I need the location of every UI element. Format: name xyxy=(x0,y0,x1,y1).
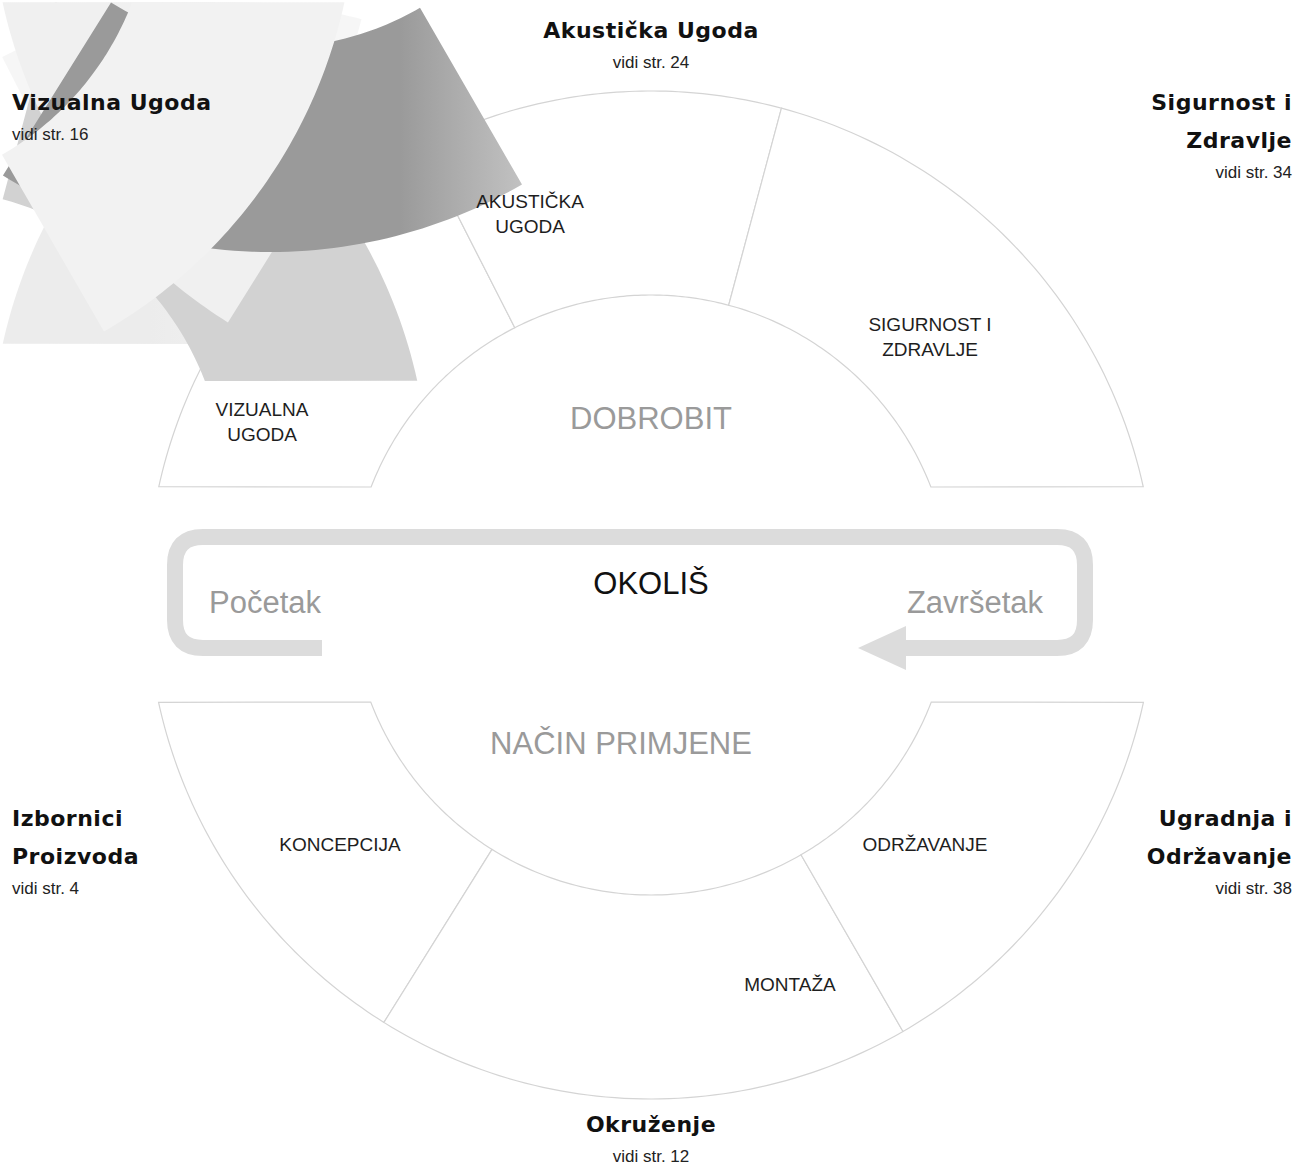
photo-detail xyxy=(916,734,1008,802)
segment-ground xyxy=(801,702,1143,1031)
cycle-end: Završetak xyxy=(890,584,1060,622)
page-reference: vidi str. 24 xyxy=(541,52,761,74)
photo-detail xyxy=(837,434,863,446)
photo-detail xyxy=(956,899,1044,971)
photo-detail xyxy=(482,945,538,1025)
photo-detail xyxy=(190,722,270,790)
segment-border xyxy=(729,108,1144,487)
photo-detail xyxy=(983,670,1107,766)
segment-label: ODRŽAVANJE xyxy=(855,833,995,858)
cycle-start: Početak xyxy=(180,584,350,622)
segment-label: VIZUALNA UGODA xyxy=(202,398,322,447)
photo-detail xyxy=(626,800,678,1100)
photo-detail xyxy=(245,912,432,920)
section-heading: Sigurnost i Zdravlje xyxy=(1117,84,1292,160)
segment-label: MONTAŽA xyxy=(730,973,850,998)
loop-arrowhead xyxy=(858,626,906,670)
photo-detail xyxy=(690,130,730,270)
section-heading: Akustička Ugoda xyxy=(441,12,861,50)
photo-detail xyxy=(814,404,910,460)
page-reference: vidi str. 34 xyxy=(1092,162,1292,184)
photo-detail xyxy=(418,818,605,1110)
ring-title: NAČIN PRIMJENE xyxy=(411,725,831,763)
photo-detail xyxy=(662,150,696,258)
photo-detail xyxy=(925,745,1002,780)
segment-outline xyxy=(799,700,1146,1034)
photo-detail xyxy=(640,114,732,291)
loop-track xyxy=(175,537,1085,648)
section-heading: Vizualna Ugoda xyxy=(12,84,272,122)
segment-ground xyxy=(729,108,1144,487)
photo-detail xyxy=(800,391,910,405)
section-heading: Ugradnja i Održavanje xyxy=(1107,800,1292,876)
section-heading: Izbornici Proizvoda xyxy=(12,800,197,876)
segment-label: AKUSTIČKA UGODA xyxy=(468,190,593,239)
segment-label: SIGURNOST I ZDRAVLJE xyxy=(863,313,998,362)
page-reference: vidi str. 16 xyxy=(12,124,212,146)
segment-border xyxy=(801,702,1143,1031)
page-reference: vidi str. 38 xyxy=(1092,878,1292,900)
ring-title: DOBROBIT xyxy=(491,400,811,438)
photo-detail xyxy=(284,728,316,752)
segment-outline xyxy=(726,106,1146,490)
ring-segment: SIGURNOST I ZDRAVLJE xyxy=(726,106,1146,490)
center-title: OKOLIŠ xyxy=(491,565,811,603)
section-heading: Okruženje xyxy=(491,1106,811,1144)
ring-segment: ODRŽAVANJE xyxy=(799,700,1146,1034)
photo-detail xyxy=(470,860,575,935)
page-reference: vidi str. 12 xyxy=(541,1146,761,1168)
page-reference: vidi str. 4 xyxy=(12,878,212,900)
segment-label: KONCEPCIJA xyxy=(270,833,410,858)
